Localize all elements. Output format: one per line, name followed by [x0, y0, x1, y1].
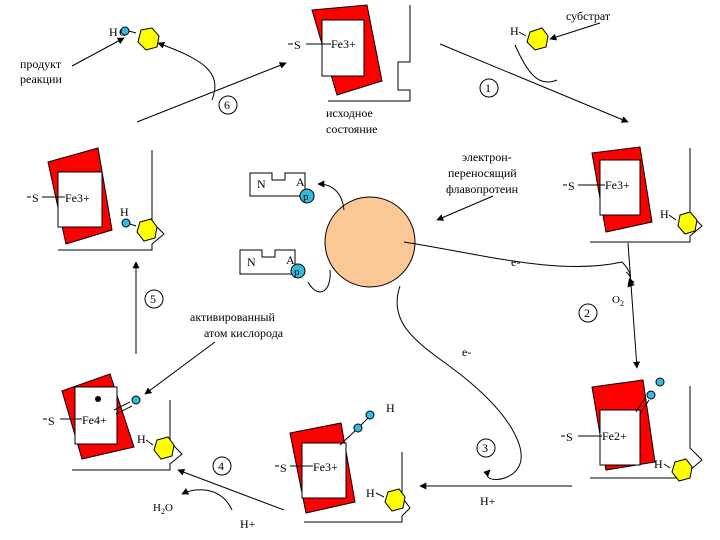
- electron-transfer-arrow-2: [396, 285, 522, 480]
- product-h-label: H: [109, 25, 118, 39]
- free-substrate: H: [510, 24, 549, 51]
- step-2-arrow: [627, 242, 641, 369]
- phosphate-circle: [290, 263, 306, 279]
- phosphate-label: p: [294, 266, 300, 278]
- substrate-h-label: H: [510, 24, 519, 38]
- product-release-arrow: [157, 41, 216, 101]
- product-label-line2: реакции: [20, 72, 62, 86]
- product-pointer-arrow: [71, 37, 125, 67]
- phosphate-circle: [299, 188, 315, 204]
- electron-transfer-arrow-1: [403, 241, 635, 286]
- flavoprotein-label-line1: электрон-: [462, 150, 512, 164]
- heme-peroxy: Fe3+ S H H: [275, 401, 411, 523]
- nadph-reduction-path: [307, 269, 331, 293]
- electron-label-2: e-: [462, 345, 471, 359]
- water-label: H2O: [153, 502, 173, 516]
- iron-label: Fe3+: [331, 37, 356, 51]
- sulfur-label: S: [294, 38, 301, 52]
- heme-iron-box: [321, 19, 365, 77]
- step-1-number: 1: [485, 81, 491, 95]
- sulfur-label: S: [32, 191, 39, 205]
- iron-label: Fe3+: [605, 178, 630, 192]
- oxygen-atom: [353, 423, 363, 433]
- iron-label: Fe4+: [82, 413, 107, 427]
- activated-oxygen-atom: [131, 395, 141, 405]
- initial-state-label-line1: исходное: [326, 106, 373, 120]
- step-4-arrow: [177, 468, 285, 511]
- step-6-marker: [218, 95, 238, 115]
- flavoprotein-label-line2: переносящий: [448, 166, 517, 180]
- step-6-arrow: [136, 62, 287, 123]
- step-3-marker: [476, 438, 496, 458]
- phosphate-label: p: [303, 191, 309, 203]
- activated-oxygen-pointer-arrow: [144, 341, 216, 395]
- product-molecule: H O: [109, 25, 160, 51]
- oxygen-label: O2: [612, 294, 624, 308]
- nadph-reduced: N A p: [239, 249, 306, 279]
- sulfur-label: S: [566, 430, 573, 444]
- iron-label: Fe2+: [602, 429, 627, 443]
- water-release-arrow: [181, 488, 233, 511]
- product-oxygen-atom: [121, 218, 131, 228]
- substrate-h-label: H: [366, 486, 375, 500]
- nad-n-label: N: [247, 255, 256, 269]
- heme-initial-state: Fe3+ S: [288, 4, 411, 102]
- iron-label: Fe3+: [65, 191, 90, 205]
- step-6-number: 6: [224, 98, 230, 112]
- electron-label-1: e-: [511, 255, 520, 269]
- substrate-pointer-arrow: [549, 22, 601, 41]
- flavoprotein-sphere: [324, 196, 416, 288]
- step-2-number: 2: [584, 306, 590, 320]
- product-label-line1: продукт: [20, 57, 62, 71]
- product-substrate: [137, 27, 160, 51]
- oxygen-atom: [655, 377, 665, 387]
- product-h-label: H: [120, 205, 129, 219]
- heme-substrate-bound: Fe3+ S H: [563, 146, 703, 243]
- flavoprotein-label-line3: флавопротеин: [446, 182, 519, 196]
- nadph-oxidised: N A p: [249, 172, 315, 204]
- step-4-number: 4: [218, 459, 224, 473]
- step-2-marker: [578, 303, 598, 323]
- heme-activated-oxygen: Fe4+ S H: [43, 373, 183, 471]
- substrate-h-label: H: [137, 432, 146, 446]
- heme-product-bound: Fe3+ S H: [27, 147, 165, 251]
- radical-dot: [95, 396, 101, 402]
- sulfur-label: S: [568, 179, 575, 193]
- step-1-marker: [479, 78, 499, 98]
- iron-label: Fe3+: [313, 460, 338, 474]
- substrate-binding-path: [514, 44, 558, 83]
- product-oxygen-atom: [120, 26, 130, 36]
- oxygen-atom: [646, 390, 656, 400]
- step-1-arrow: [439, 43, 629, 123]
- oxygen-atom: [365, 410, 375, 420]
- nad-n-label: N: [257, 177, 266, 191]
- nad-a-label: A: [296, 175, 305, 189]
- nad-a-label: A: [286, 253, 295, 267]
- activated-oxygen-label-line1: активированный: [190, 310, 275, 324]
- step-5-marker: [144, 289, 164, 309]
- step-4-marker: [212, 456, 232, 476]
- heme-oxygen-bound: Fe2+ S H: [561, 377, 703, 482]
- sulfur-label: S: [48, 414, 55, 428]
- activated-oxygen-label-line2: атом кислорода: [204, 326, 284, 340]
- flavoprotein-pointer-arrow: [436, 195, 494, 221]
- proton-label-3: H+: [480, 494, 496, 508]
- sulfur-label: S: [280, 461, 287, 475]
- substrate-molecule: [526, 27, 549, 51]
- initial-state-label-line2: состояние: [326, 122, 378, 136]
- substrate-h-label: H: [660, 207, 669, 221]
- peroxy-h-label: H: [386, 401, 395, 415]
- step-5-number: 5: [150, 292, 156, 306]
- proton-label-4: H+: [240, 517, 256, 531]
- substrate-label: субстрат: [566, 9, 611, 23]
- step-3-number: 3: [482, 441, 488, 455]
- nadph-oxidation-arrow: [317, 180, 345, 211]
- substrate-h-label: H: [654, 457, 663, 471]
